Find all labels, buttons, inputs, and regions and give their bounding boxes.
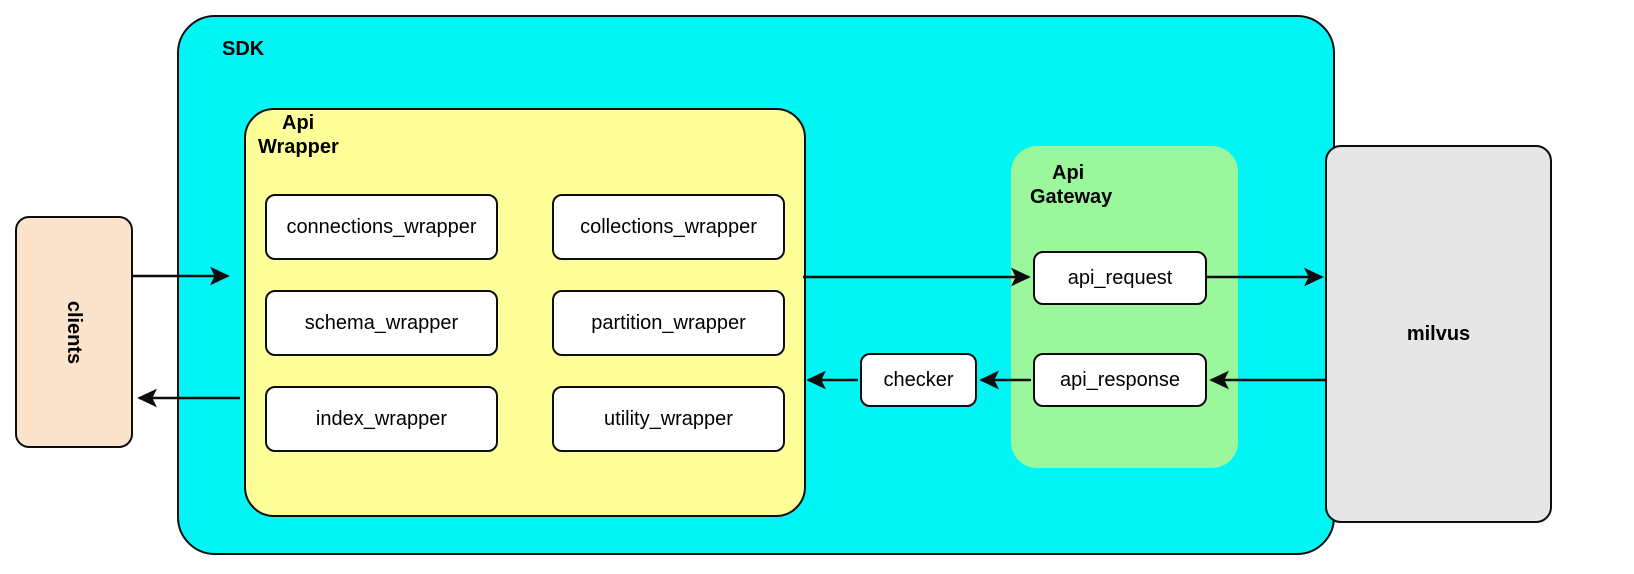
clients-node[interactable]	[15, 216, 133, 448]
api-gateway-container	[1011, 146, 1238, 468]
node-schema-wrapper[interactable]: schema_wrapper	[265, 290, 498, 356]
node-connections-wrapper[interactable]: connections_wrapper	[265, 194, 498, 260]
node-index-wrapper[interactable]: index_wrapper	[265, 386, 498, 452]
node-partition-wrapper[interactable]: partition_wrapper	[552, 290, 785, 356]
node-checker[interactable]: checker	[860, 353, 977, 407]
node-api-response[interactable]: api_response	[1033, 353, 1207, 407]
api-gateway-label: Api Gateway	[1030, 162, 1113, 208]
node-api-request[interactable]: api_request	[1033, 251, 1207, 305]
milvus-node[interactable]	[1325, 145, 1552, 523]
node-utility-wrapper[interactable]: utility_wrapper	[552, 386, 785, 452]
node-collections-wrapper[interactable]: collections_wrapper	[552, 194, 785, 260]
api-wrapper-label: Api Wrapper	[258, 112, 339, 158]
sdk-label: SDK	[222, 38, 265, 60]
